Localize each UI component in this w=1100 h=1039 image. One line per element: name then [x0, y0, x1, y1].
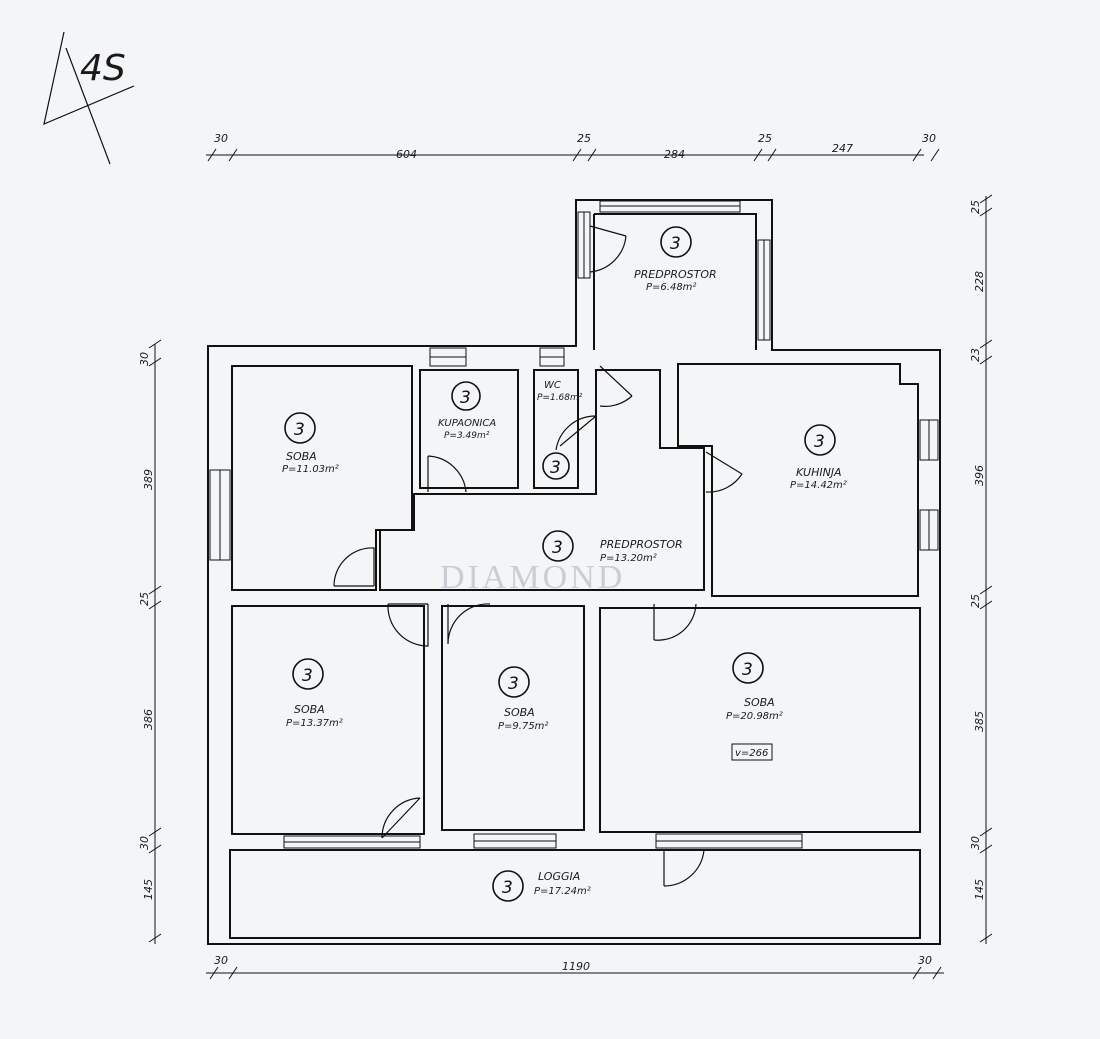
room-area: P=13.37m²: [286, 718, 343, 729]
dim-right-6: 30: [969, 836, 982, 850]
dimension-left: 30 389 25 386 30 145: [138, 339, 162, 944]
room-name: WC: [544, 380, 561, 391]
room-number: 3: [508, 674, 519, 694]
dim-left-2: 25: [138, 592, 151, 606]
room-name: PREDPROSTOR: [600, 538, 683, 551]
room-number: 3: [742, 660, 753, 680]
walls: [207, 199, 941, 945]
floor-mark-text: 4S: [80, 48, 126, 89]
floor-mark: 4S: [43, 31, 135, 165]
dim-right-0: 25: [969, 200, 982, 214]
room-number: 3: [670, 234, 681, 254]
room-area: P=6.48m²: [646, 282, 696, 293]
room-number: 3: [294, 420, 305, 440]
room-soba-1: 3 SOBA P=11.03m²: [282, 412, 339, 475]
room-soba-3: 3 SOBA P=9.75m²: [498, 666, 548, 732]
room-name: SOBA: [504, 706, 535, 719]
room-name: PREDPROSTOR: [634, 268, 717, 281]
height-note: v=266: [735, 748, 768, 759]
room-predprostor-hall: 3 PREDPROSTOR P=13.20m²: [542, 530, 683, 564]
room-area: P=17.24m²: [534, 886, 591, 897]
dim-top-1: 604: [396, 148, 417, 161]
room-kuhinja: 3 KUHINJA P=14.42m²: [790, 424, 847, 491]
room-soba-2: 3 SOBA P=13.37m²: [286, 658, 343, 729]
dimension-top: 30 604 25 284 25 247 30: [206, 132, 940, 162]
dim-top-5: 247: [832, 142, 853, 155]
room-name: SOBA: [286, 450, 317, 463]
dim-right-5: 385: [973, 711, 986, 732]
room-number: 3: [550, 458, 561, 478]
dim-top-3: 284: [664, 148, 685, 161]
dim-right-3: 396: [973, 465, 986, 486]
dim-left-3: 386: [142, 709, 155, 730]
dim-bottom-1: 1190: [562, 960, 590, 973]
room-name: SOBA: [744, 696, 775, 709]
room-number: 3: [552, 538, 563, 558]
windows: [209, 200, 939, 849]
dim-bottom-2: 30: [918, 954, 932, 967]
room-number: 3: [814, 432, 825, 452]
room-area: P=9.75m²: [498, 721, 548, 732]
room-number: 3: [502, 878, 513, 898]
room-name: KUPAONICA: [438, 418, 496, 429]
room-area: P=1.68m²: [537, 393, 583, 403]
doors: [333, 225, 743, 887]
room-area: P=20.98m²: [726, 711, 783, 722]
room-name: LOGGIA: [538, 870, 580, 883]
dim-left-1: 389: [142, 469, 155, 490]
dim-left-4: 30: [138, 836, 151, 850]
dim-top-6: 30: [922, 132, 936, 145]
room-number: 3: [302, 666, 313, 686]
room-number: 3: [460, 388, 471, 408]
room-area: P=14.42m²: [790, 480, 847, 491]
dim-bottom-0: 30: [214, 954, 228, 967]
room-predprostor-entry: 3 PREDPROSTOR P=6.48m²: [634, 226, 717, 293]
room-soba-4: 3 SOBA P=20.98m² v=266: [726, 652, 783, 761]
room-area: P=13.20m²: [600, 553, 657, 564]
dim-right-2: 23: [969, 348, 982, 362]
dim-right-7: 145: [973, 879, 986, 900]
room-name: SOBA: [294, 703, 325, 716]
room-area: P=11.03m²: [282, 464, 339, 475]
room-name: KUHINJA: [796, 466, 842, 479]
room-loggia: 3 LOGGIA P=17.24m²: [492, 870, 591, 902]
dimension-right: 25 228 23 396 25 385 30 145: [969, 194, 993, 944]
dim-right-4: 25: [969, 594, 982, 608]
dim-right-1: 228: [973, 271, 986, 292]
dimension-bottom: 30 1190 30: [206, 954, 944, 980]
room-wc: WC P=1.68m² 3: [537, 380, 583, 480]
dim-left-0: 30: [138, 352, 151, 366]
dim-top-0: 30: [214, 132, 228, 145]
room-area: P=3.49m²: [444, 431, 490, 441]
dim-top-2: 25: [577, 132, 591, 145]
dim-top-4: 25: [758, 132, 772, 145]
room-kupaonica: 3 KUPAONICA P=3.49m²: [438, 381, 496, 441]
dim-left-5: 145: [142, 879, 155, 900]
